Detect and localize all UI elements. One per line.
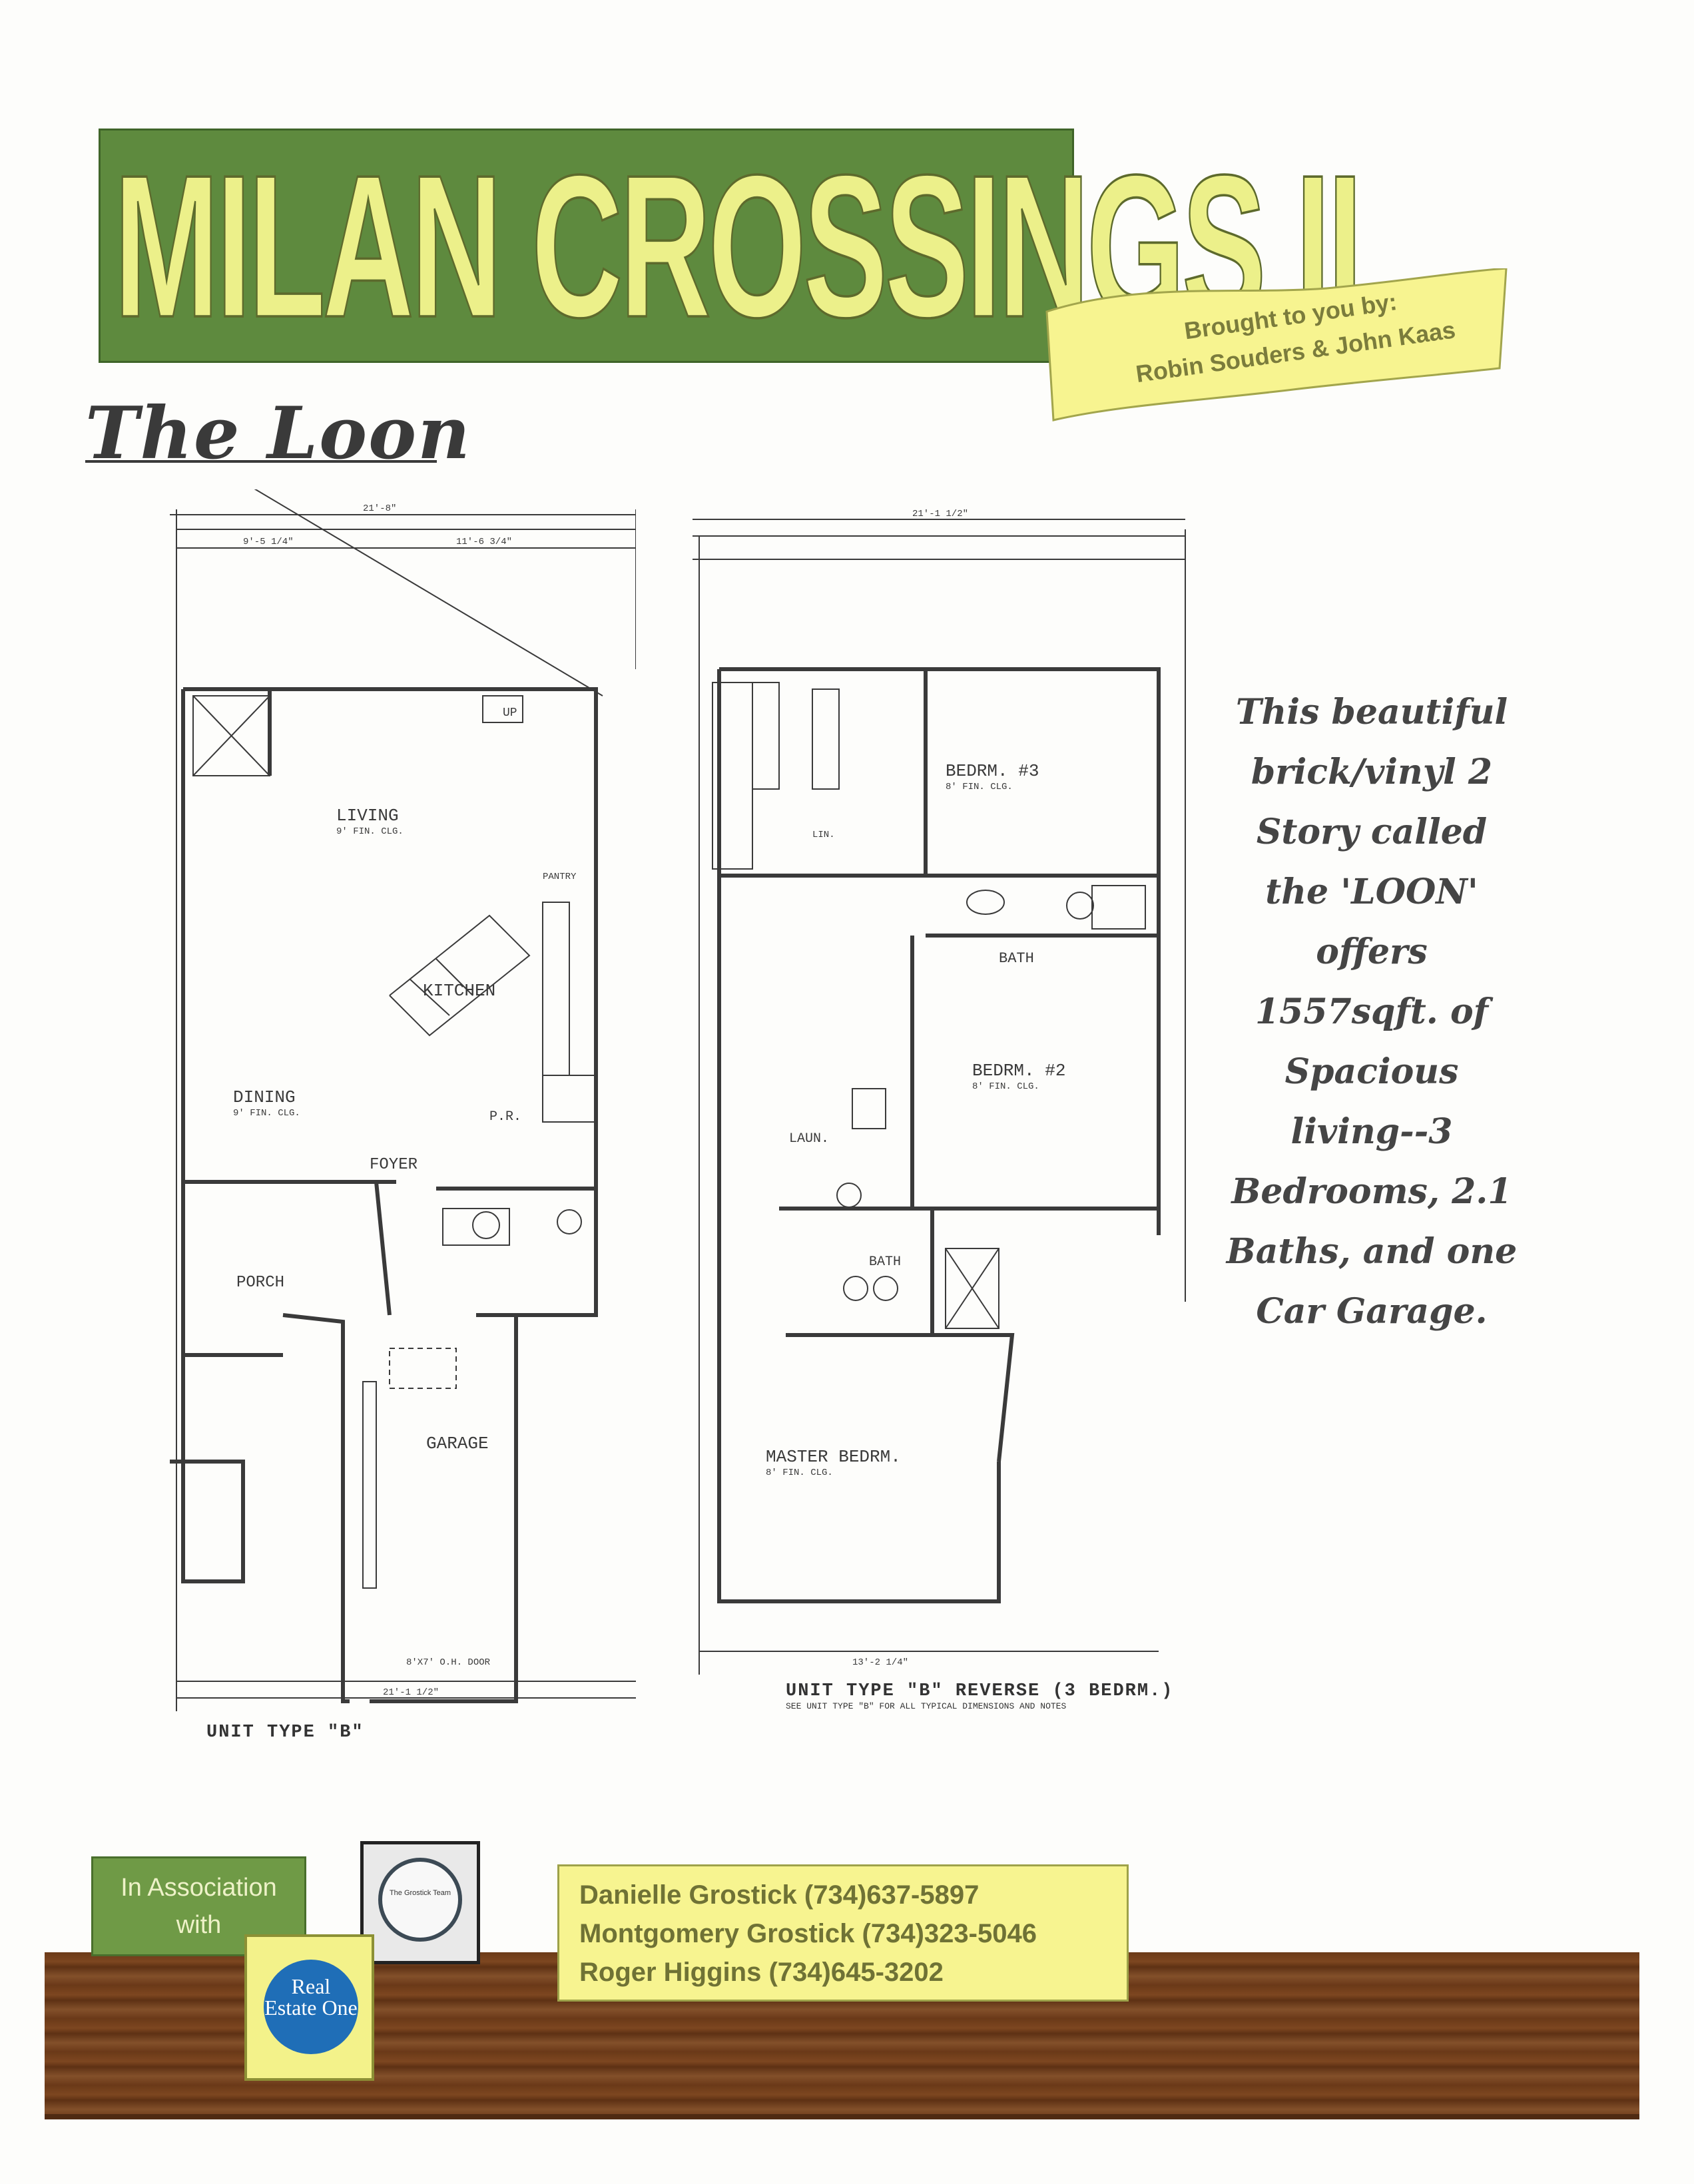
dim-bottom: 21'-1 1/2" <box>383 1687 439 1698</box>
label-garage: GARAGE <box>426 1434 489 1454</box>
reo-logo-text: Real Estate One <box>264 1974 358 2020</box>
floor-edge <box>45 2114 1639 2119</box>
label-bed3-clg: 8' FIN. CLG. <box>946 782 1013 792</box>
label-foyer: FOYER <box>370 1156 418 1174</box>
desc-line: living--3 <box>1290 1111 1453 1152</box>
label-porch: PORCH <box>236 1274 284 1292</box>
contact-line: Danielle Grostick (734)637-5897 <box>579 1880 980 1910</box>
model-name-underline <box>85 460 437 463</box>
label-kitchen: KITCHEN <box>423 981 495 1001</box>
label-dining-clg: 9' FIN. CLG. <box>233 1108 300 1119</box>
desc-line: Spacious <box>1284 1051 1459 1092</box>
plan2-subcaption: SEE UNIT TYPE "B" FOR ALL TYPICAL DIMENS… <box>786 1701 1067 1711</box>
team-logo-text: The Grostick Team <box>389 1889 451 1897</box>
label-master-clg: 8' FIN. CLG. <box>766 1468 833 1478</box>
contacts-box: Danielle Grostick (734)637-5897 Montgome… <box>557 1864 1129 2002</box>
label-ohdoor: 8'X7' O.H. DOOR <box>406 1657 491 1668</box>
desc-line: This beautiful <box>1235 692 1508 732</box>
plan2-caption: UNIT TYPE "B" REVERSE (3 BEDRM.) <box>786 1681 1174 1701</box>
second-floor-plan: 21'-1 1/2" BEDRM. #3 8' FIN. CLG. LIN. B… <box>693 503 1199 1741</box>
dim-top-2: 21'-1 1/2" <box>912 509 968 519</box>
dim-bottom-2: 13'-2 1/4" <box>852 1657 908 1668</box>
label-bed3: BEDRM. #3 <box>946 761 1039 781</box>
byline-flag: Brought to you by: Robin Souders & John … <box>1040 268 1520 421</box>
label-dining: DINING <box>233 1087 296 1107</box>
reo-logo-circle <box>264 1960 358 2054</box>
real-estate-one-logo: Real Estate One <box>244 1934 374 2081</box>
desc-line: brick/vinyl 2 <box>1251 752 1493 792</box>
desc-line: Car Garage. <box>1256 1291 1488 1332</box>
title-banner: MILAN CROSSINGS II <box>99 129 1364 363</box>
label-bath2: BATH <box>869 1254 901 1270</box>
first-floor-plan: 21'-8" 9'-5 1/4" 11'-6 3/4" UP LIVING 9'… <box>170 475 637 1741</box>
label-bed2-clg: 8' FIN. CLG. <box>972 1081 1039 1092</box>
flag-shape <box>1045 268 1508 421</box>
desc-line: Bedrooms, 2.1 <box>1231 1171 1512 1212</box>
label-master: MASTER BEDRM. <box>766 1447 901 1467</box>
dim-right: 11'-6 3/4" <box>456 537 512 547</box>
grostick-team-logo: The Grostick Team <box>360 1841 480 1964</box>
label-pantry: PANTRY <box>543 872 577 882</box>
team-logo-circle <box>378 1858 462 1942</box>
dim-left: 9'-5 1/4" <box>243 537 294 547</box>
second-floor-drawing: 21'-1 1/2" BEDRM. #3 8' FIN. CLG. LIN. B… <box>693 509 1186 1675</box>
plan1-caption: UNIT TYPE "B" <box>206 1723 364 1743</box>
first-floor-drawing: 21'-8" 9'-5 1/4" 11'-6 3/4" UP LIVING 9'… <box>170 475 637 1711</box>
label-bed2: BEDRM. #2 <box>972 1061 1065 1081</box>
label-bath1: BATH <box>999 950 1034 967</box>
desc-line: Baths, and one <box>1226 1231 1518 1272</box>
label-lin: LIN. <box>812 830 835 840</box>
label-pr: P.R. <box>489 1109 521 1125</box>
desc-line: offers <box>1316 932 1428 972</box>
label-up: UP <box>503 706 517 720</box>
label-living-clg: 9' FIN. CLG. <box>336 826 404 837</box>
desc-line: 1557sqft. of <box>1255 991 1488 1032</box>
assoc-line1: In Association <box>121 1874 277 1902</box>
assoc-line2: with <box>176 1911 222 1939</box>
model-name: The Loon <box>85 392 471 475</box>
description: This beautiful brick/vinyl 2 Story calle… <box>1212 682 1532 1342</box>
label-laun: LAUN. <box>789 1131 829 1147</box>
desc-line: Story called <box>1256 812 1488 852</box>
label-living: LIVING <box>336 806 399 826</box>
dim-top: 21'-8" <box>363 503 396 514</box>
contact-line: Roger Higgins (734)645-3202 <box>579 1958 944 1987</box>
desc-line: the 'LOON' <box>1265 872 1478 912</box>
contact-line: Montgomery Grostick (734)323-5046 <box>579 1919 1037 1948</box>
